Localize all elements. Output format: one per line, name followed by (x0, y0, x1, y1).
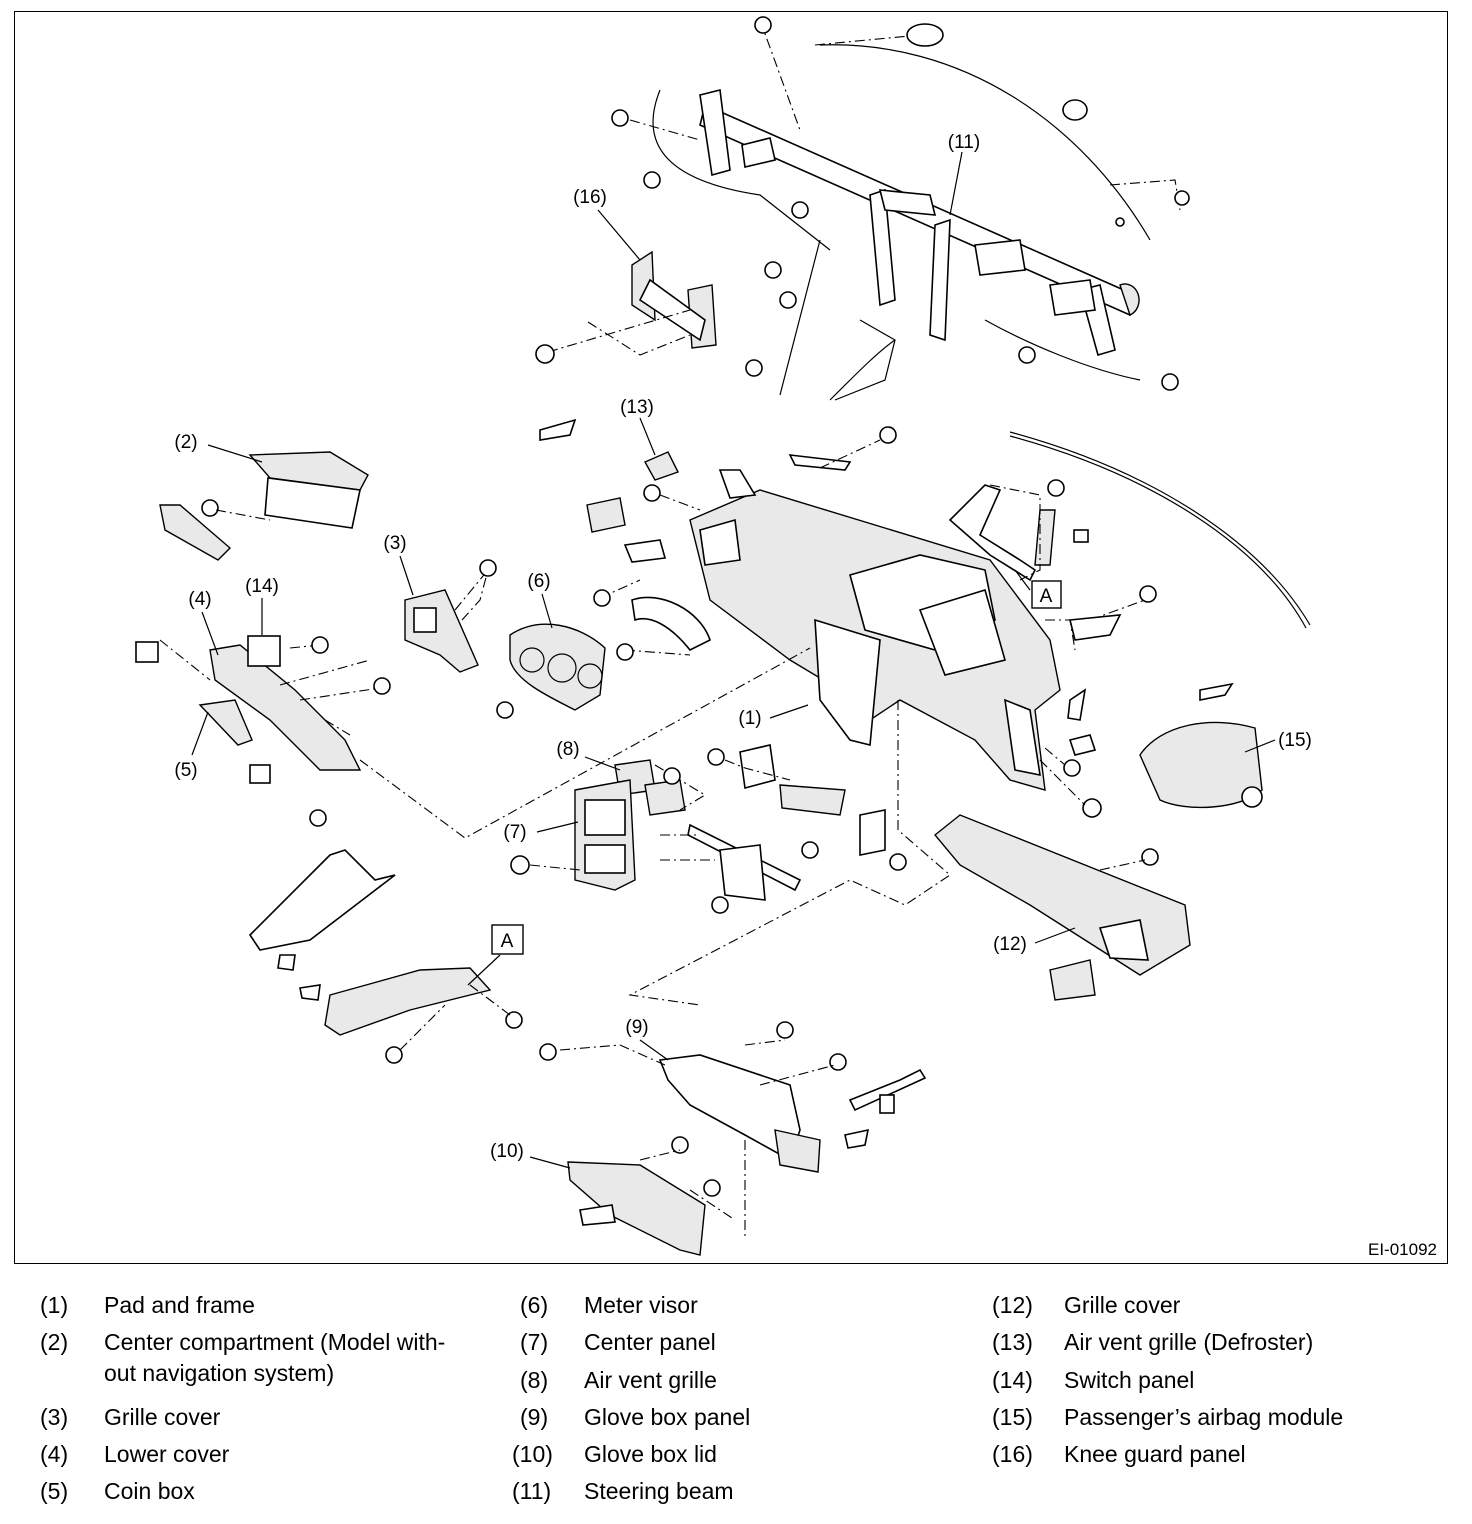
grille-cover-right (934, 814, 1191, 1001)
legend-text: Air vent grille (584, 1367, 717, 1393)
callout-10: (10) (490, 1141, 524, 1162)
middle-bracket (660, 744, 907, 914)
legend-text: Lower cover (104, 1441, 230, 1467)
legend-text: Air vent grille (Defroster) (1064, 1329, 1314, 1355)
callout-7: (7) (503, 822, 526, 843)
lower-cover-assembly (135, 635, 391, 827)
legend-text: Switch panel (1064, 1367, 1195, 1393)
callout-1: (1) (738, 708, 761, 729)
legend-num: (11) (512, 1478, 552, 1504)
callout-15: (15) (1278, 730, 1312, 751)
ref-marker-a-upper-text: A (1040, 586, 1053, 607)
callout-3: (3) (383, 533, 406, 554)
legend-text: Coin box (104, 1478, 195, 1504)
air-vent-grille-defroster (539, 418, 679, 533)
legend-num: (12) (992, 1292, 1033, 1318)
legend-text: Pad and frame (104, 1292, 255, 1318)
meter-visor (496, 539, 711, 719)
legend-num: (13) (992, 1329, 1033, 1355)
legend-text: Grille cover (104, 1404, 221, 1430)
legend-num: (3) (40, 1404, 69, 1430)
steering-beam-assembly (611, 16, 1190, 401)
legend-num: (8) (520, 1367, 549, 1393)
figure-id: EI-01092 (1368, 1240, 1437, 1259)
callout-14: (14) (245, 576, 279, 597)
legend-text-continued: out navigation system) (104, 1360, 335, 1386)
legend-num: (6) (520, 1292, 549, 1318)
pad-and-frame (643, 426, 1311, 818)
legend-text: Passenger’s airbag module (1064, 1404, 1344, 1430)
legend-text: Grille cover (1064, 1292, 1181, 1318)
center-panel-assembly (510, 759, 707, 891)
callout-8: (8) (556, 739, 579, 760)
callout-12: (12) (993, 934, 1027, 955)
legend-text: Glove box lid (584, 1441, 717, 1467)
callout-2: (2) (174, 432, 197, 453)
glove-box-panel (539, 1021, 927, 1173)
assembly-lines (359, 647, 951, 1240)
callout-9: (9) (625, 1017, 648, 1038)
grille-cover-left (404, 559, 497, 673)
legend-num: (9) (520, 1404, 549, 1430)
legend-text: Center panel (584, 1329, 716, 1355)
callout-4: (4) (188, 589, 211, 610)
glove-box-lid (567, 1136, 736, 1256)
legend-num: (15) (992, 1404, 1033, 1430)
callout-13: (13) (620, 397, 654, 418)
legend-num: (10) (512, 1441, 553, 1467)
lower-left-trim (248, 849, 523, 1064)
callout-11: (11) (948, 132, 980, 153)
legend-text: Knee guard panel (1064, 1441, 1246, 1467)
callout-5: (5) (174, 760, 197, 781)
legend-num: (1) (40, 1292, 69, 1318)
callout-16: (16) (573, 187, 607, 208)
legend-num: (4) (40, 1441, 69, 1467)
passengers-airbag-module (1139, 721, 1263, 809)
legend-num: (2) (40, 1329, 69, 1355)
callout-6: (6) (527, 571, 550, 592)
legend-num: (16) (992, 1441, 1033, 1467)
ref-marker-a-lower-text: A (501, 931, 514, 952)
callouts: (11) (16) (13) (2) (3) (6) (14) (4) (5) … (174, 132, 1312, 1169)
center-compartment (159, 451, 369, 561)
legend-num: (14) (992, 1367, 1033, 1393)
legend-num: (7) (520, 1329, 549, 1355)
knee-guard-panel (535, 250, 717, 364)
legend-num: (5) (40, 1478, 69, 1504)
legend-text: Meter visor (584, 1292, 698, 1318)
ref-marker-a-lower: A (467, 924, 524, 986)
diagram-frame (14, 11, 1448, 1264)
legend-text: Steering beam (584, 1478, 734, 1504)
legend-text: Center compartment (Model with- (104, 1329, 446, 1355)
ref-marker-a-upper: A (1014, 569, 1062, 609)
parts-legend: (1) Pad and frame (2) Center compartment… (0, 1285, 1472, 1515)
legend-text: Glove box panel (584, 1404, 751, 1430)
exploded-parts-diagram: A A (11) (16) (13) (2) (3) (6) (14) (4) … (135, 16, 1437, 1259)
